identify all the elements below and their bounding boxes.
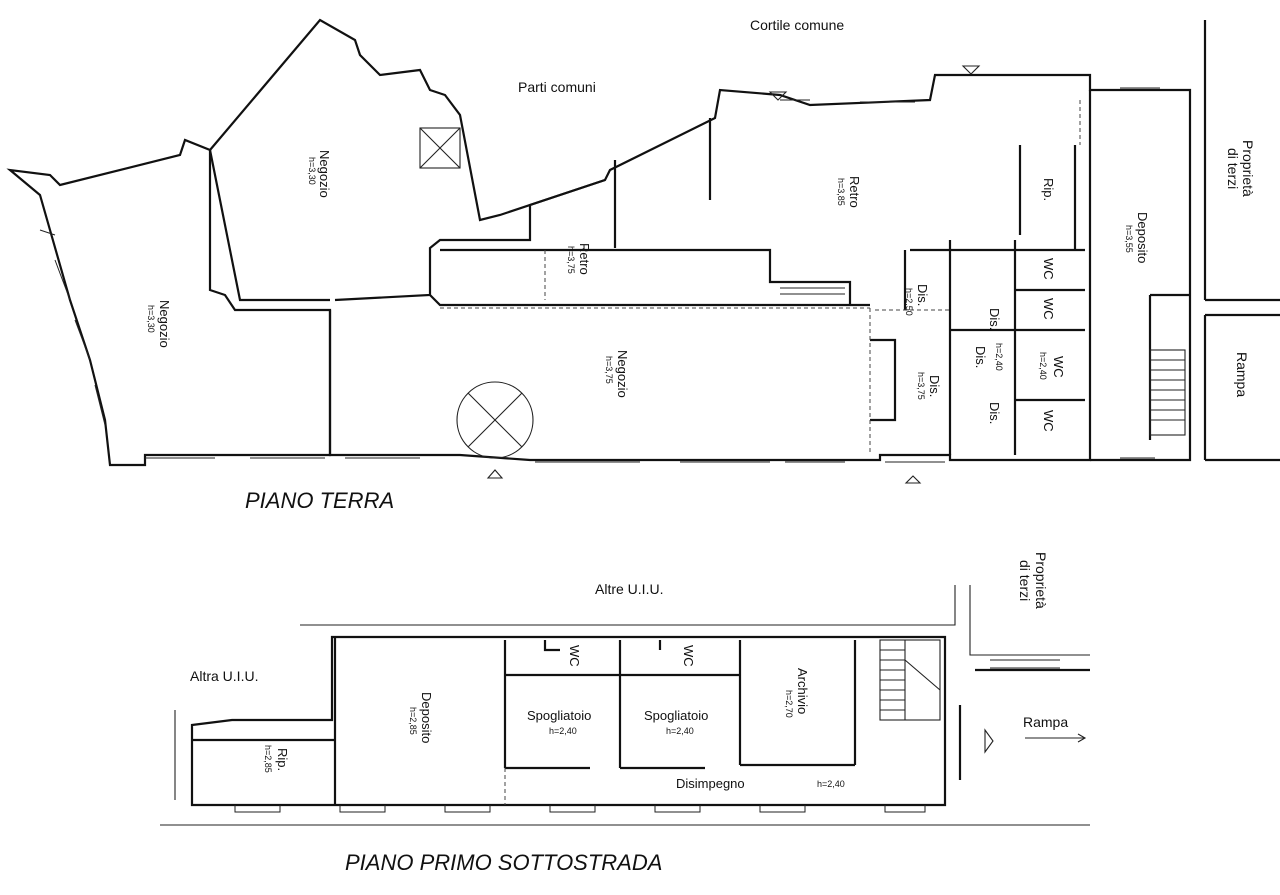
room-dis-low-height: h=3,75	[916, 372, 926, 400]
room-retro-small-height: h=3,75	[566, 246, 576, 274]
basement-internal-walls	[192, 637, 857, 805]
basement-windows	[234, 805, 926, 813]
room-dis-top-height: h=2,50	[904, 288, 914, 316]
ground-neighbour-boundary	[1203, 20, 1280, 462]
ground-floor-plan: Cortile comune Parti comuni Proprietà di…	[6, 17, 1280, 513]
room-b-spogliatoio2-height: h=2,40	[666, 726, 694, 736]
ground-stair	[1149, 349, 1186, 436]
label-b-rampa: Rampa	[1023, 714, 1068, 730]
ground-main-strip-outline	[328, 90, 1092, 462]
room-retro-big-height: h=3,85	[836, 178, 846, 206]
room-deposito-height: h=3,55	[1124, 225, 1134, 253]
room-b-deposito-height: h=2,85	[408, 707, 418, 735]
ground-internal-walls	[208, 118, 1190, 455]
room-dis-b: Dis.	[973, 346, 988, 368]
basement-outline	[190, 635, 947, 807]
room-negozio-left-height: h=3,30	[146, 305, 156, 333]
room-b-spogliatoio1-height: h=2,40	[549, 726, 577, 736]
ground-floor-title: PIANO TERRA	[245, 488, 394, 513]
room-b-rip: Rip.	[275, 748, 290, 771]
label-parti-comuni: Parti comuni	[518, 79, 596, 95]
label-rampa: Rampa	[1234, 352, 1250, 397]
room-b-wc1: WC	[567, 645, 582, 667]
room-b-spogliatoio1: Spogliatoio	[527, 708, 591, 723]
room-b-spogliatoio2: Spogliatoio	[644, 708, 708, 723]
room-dis-c: Dis.	[987, 402, 1002, 424]
room-b-deposito: Deposito	[419, 692, 434, 743]
room-deposito: Deposito	[1135, 212, 1150, 263]
basement-plan: Altre U.I.U. Altra U.I.U. Proprietà di t…	[160, 552, 1090, 875]
ground-revolving-door	[456, 381, 534, 459]
label-di-terzi: di terzi	[1225, 148, 1241, 189]
room-negozio-main: Negozio	[615, 350, 630, 398]
ground-upper-shop-outline	[209, 18, 1192, 462]
label-cortile-comune: Cortile comune	[750, 17, 844, 33]
room-dis-a: Dis.	[987, 308, 1002, 330]
room-b-wc2: WC	[681, 645, 696, 667]
room-wc4: WC	[1041, 410, 1056, 432]
label-proprieta: Proprietà	[1240, 140, 1256, 197]
label-altre-uiu: Altre U.I.U.	[595, 581, 663, 597]
room-dis-top: Dis.	[915, 284, 930, 306]
room-wc3-height: h=2,40	[1038, 352, 1048, 380]
room-wc2: WC	[1041, 298, 1056, 320]
room-dis-low: Dis.	[927, 375, 942, 397]
basement-right-boundary	[969, 585, 1090, 656]
ground-revolving-door-cross	[467, 392, 523, 448]
room-retro-small: Retro	[577, 243, 592, 275]
basement-stair-treads	[880, 640, 941, 720]
ground-entry-markers	[486, 65, 981, 484]
label-b-di-terzi: di terzi	[1017, 560, 1033, 601]
room-negozio-main-height: h=3,75	[604, 356, 614, 384]
room-b-disimpegno: Disimpegno	[676, 776, 745, 791]
room-b-archivio-height: h=2,70	[784, 690, 794, 718]
label-altra-uiu: Altra U.I.U.	[190, 668, 258, 684]
room-b-rip-height: h=2,85	[263, 745, 273, 773]
room-wc1: WC	[1041, 258, 1056, 280]
room-b-disimpegno-height: h=2,40	[817, 779, 845, 789]
label-b-proprieta: Proprietà	[1033, 552, 1049, 609]
ground-lift-cross	[419, 127, 461, 169]
ground-lift-shaft	[419, 127, 461, 169]
room-retro-big: Retro	[847, 176, 862, 208]
room-rip: Rip.	[1041, 178, 1056, 201]
room-negozio-upper-height: h=3,30	[307, 157, 317, 185]
room-dis-center-height: h=2,40	[994, 343, 1004, 371]
basement-floor-title: PIANO PRIMO SOTTOSTRADA	[345, 850, 662, 875]
basement-door-marker	[984, 728, 994, 754]
basement-ramp-arrow	[1025, 733, 1087, 743]
ground-stair-treads	[1150, 359, 1185, 421]
room-negozio-left: Negozio	[157, 300, 172, 348]
ground-windows	[39, 87, 1160, 463]
basement-ramp-window	[990, 659, 1060, 669]
ground-dashed-lines	[440, 100, 1081, 455]
basement-ramp-walls	[958, 668, 1090, 780]
basement-top-boundary	[300, 585, 956, 626]
room-negozio-upper: Negozio	[317, 150, 332, 198]
room-b-archivio: Archivio	[795, 668, 810, 714]
room-wc3: WC	[1051, 356, 1066, 378]
